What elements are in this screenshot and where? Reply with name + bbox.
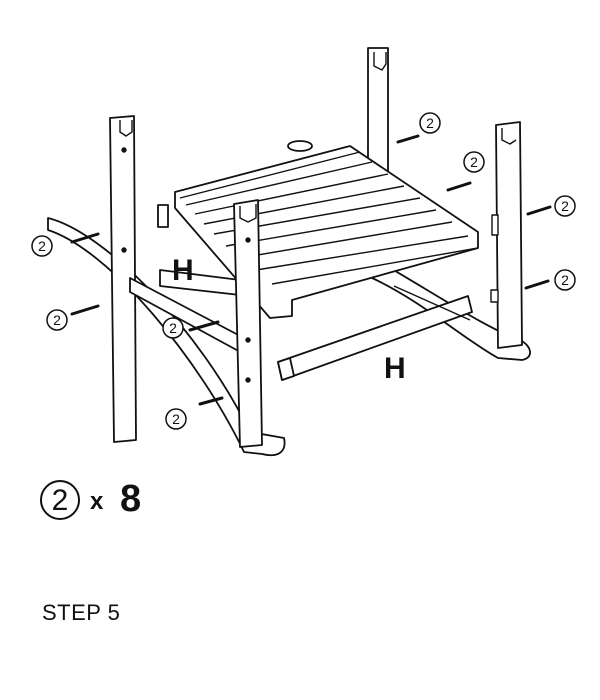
bolts [70, 134, 552, 406]
callout-number: 2 [172, 411, 180, 427]
seat-slats [179, 151, 479, 285]
callout-circle [554, 195, 576, 217]
step-label: STEP 5 [42, 600, 121, 625]
part-number-circle: 2 [40, 480, 80, 520]
callout-number: 2 [169, 320, 177, 336]
callout-number: 2 [53, 312, 61, 328]
multiplier-sign: x [90, 488, 104, 515]
quantity-legend: 2 x 8 [40, 478, 260, 540]
callout-circle [31, 235, 53, 257]
callout-number: 2 [38, 238, 46, 254]
callout-number: 2 [470, 154, 478, 170]
callout-number: 2 [426, 115, 434, 131]
part-label-front: H [384, 352, 406, 385]
callout-number: 2 [561, 198, 569, 214]
callouts [31, 112, 576, 430]
callout-circle [165, 408, 187, 430]
callout-circle [554, 269, 576, 291]
callout-number: 2 [561, 272, 569, 288]
callout-circle [463, 151, 485, 173]
callout-circle [419, 112, 441, 134]
callout-circle [162, 317, 184, 339]
back-left-leg [109, 115, 137, 443]
front-left-leg [233, 199, 263, 448]
callout-circle [46, 309, 68, 331]
front-right-leg [495, 121, 523, 349]
part-label-back: H [172, 254, 194, 287]
quantity-count: 8 [120, 478, 142, 520]
